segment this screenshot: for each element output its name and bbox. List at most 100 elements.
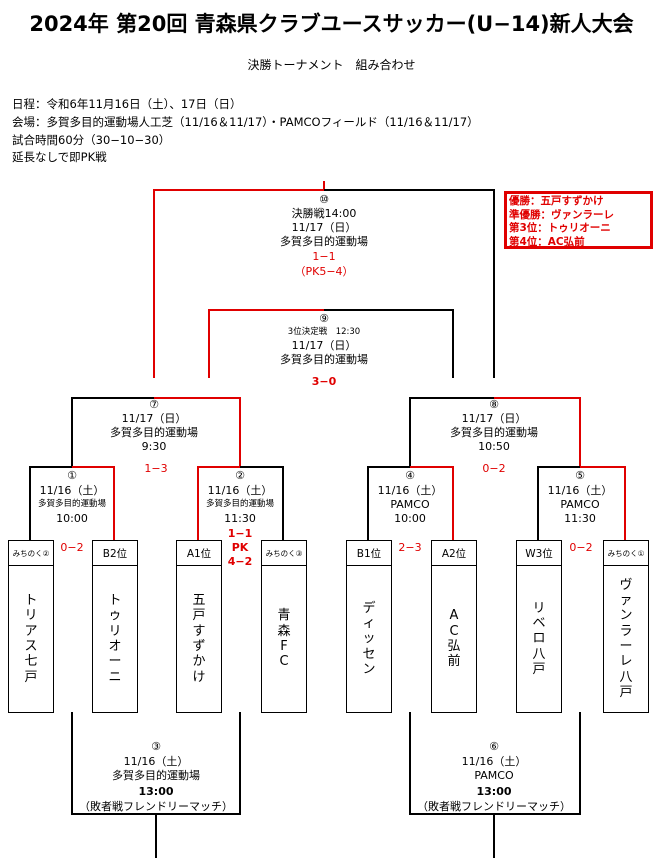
match-8-number: ⑧ [489, 398, 499, 411]
m2-line-left [197, 466, 240, 540]
match-2-venue: 多賀多目的運動場 [205, 499, 275, 509]
m8-line-left [409, 397, 494, 466]
third-line-left [208, 309, 324, 378]
match-2-time: 11:30 [224, 512, 256, 525]
team-seed: W3位 [517, 541, 561, 566]
team-name: 五戸すずかけ [192, 593, 206, 685]
team-box-3: A1位 五戸すずかけ [176, 540, 222, 713]
team-box-5: B1位 ディッセン [346, 540, 392, 713]
match-8-date: 11/17（日） [461, 412, 527, 425]
result-winner: 優勝：五戸すずかけ [509, 195, 604, 207]
team-name: ディッセン [362, 600, 376, 677]
match-6-venue: PAMCO [474, 769, 514, 782]
match-9-number: ⑨ [319, 312, 329, 325]
m7-line-left [71, 397, 154, 466]
team-name: トリアス七戸 [24, 593, 38, 685]
info-schedule: 日程：令和6年11月16日（土）、17日（日） [12, 97, 242, 111]
match-8-score: 0−2 [482, 462, 506, 475]
match-4-venue: PAMCO [390, 498, 430, 511]
match-3-venue: 多賀多目的運動場 [112, 769, 200, 782]
match-3-time: 13:00 [138, 785, 174, 798]
team-box-8: みちのく① ヴァンラーレ八戸 [603, 540, 649, 713]
match-6-date: 11/16（土） [461, 755, 527, 768]
match-9-score: 3−0 [311, 375, 337, 388]
match-8-time: 10:50 [478, 440, 510, 453]
match-9-date: 11/17（日） [291, 339, 357, 352]
match-5-venue: PAMCO [560, 498, 600, 511]
match-1-time: 10:00 [56, 512, 88, 525]
match-5-date: 11/16（土） [547, 484, 613, 497]
match-10-round: 決勝戦14:00 [291, 207, 357, 220]
match-6-time: 13:00 [476, 785, 512, 798]
match-2-pk: 4−2 [227, 555, 253, 568]
match-7-score: 1−3 [144, 462, 168, 475]
m5-line-right [580, 466, 626, 540]
team-name: リベロ八戸 [532, 600, 546, 677]
m1-line-left [29, 466, 72, 540]
match-10-score: 1−1 [312, 250, 336, 263]
match-10-number: ⑩ [319, 193, 329, 206]
match-7-date: 11/17（日） [121, 412, 187, 425]
m1-line-right [72, 466, 115, 540]
result-runner-up: 準優勝：ヴァンラーレ [509, 208, 614, 221]
info-venue: 会場：多賀多目的運動場人工芝（11/16＆11/17）・PAMCOフィールド（1… [12, 115, 479, 129]
match-1-score: 0−2 [60, 541, 84, 554]
match-4-score: 2−3 [398, 541, 422, 554]
result-fourth: 第4位：AC弘前 [509, 235, 585, 248]
match-2-number: ② [235, 469, 245, 482]
match-7-number: ⑦ [149, 398, 159, 411]
m5-line-left [537, 466, 580, 540]
team-box-7: W3位 リベロ八戸 [516, 540, 562, 713]
m4-line-right [410, 466, 454, 540]
match-1-venue: 多賀多目的運動場 [37, 499, 107, 509]
match-2-date: 11/16（土） [207, 484, 273, 497]
match-5-time: 11:30 [564, 512, 596, 525]
final-line-left [153, 189, 324, 378]
match-7-venue: 多賀多目的運動場 [110, 426, 198, 439]
team-seed: みちのく③ [262, 541, 306, 566]
m4-line-left [367, 466, 410, 540]
match-1-number: ① [67, 469, 77, 482]
team-seed: B2位 [93, 541, 137, 566]
match-3-note: （敗者戦フレンドリーマッチ） [79, 800, 233, 813]
match-6-note: （敗者戦フレンドリーマッチ） [417, 800, 571, 813]
team-seed: みちのく① [604, 541, 648, 566]
result-third: 第3位：トゥリオーニ [509, 222, 611, 234]
team-seed: A1位 [177, 541, 221, 566]
info-match-time: 試合時間60分（30−10−30） [12, 133, 171, 147]
match-2-pk-label: PK [231, 541, 249, 554]
match-3-date: 11/16（土） [123, 755, 189, 768]
page-subtitle: 決勝トーナメント 組み合わせ [247, 58, 416, 72]
match-9-venue: 多賀多目的運動場 [280, 353, 368, 366]
third-line-right [324, 309, 454, 378]
results-box: 優勝：五戸すずかけ 準優勝：ヴァンラーレ 第3位：トゥリオーニ 第4位：AC弘前 [504, 191, 653, 249]
team-seed: みちのく② [9, 541, 53, 566]
match-7-time: 9:30 [141, 440, 167, 453]
match-4-date: 11/16（土） [377, 484, 443, 497]
match-1-date: 11/16（土） [39, 484, 105, 497]
team-seed: A2位 [432, 541, 476, 566]
team-box-1: みちのく② トリアス七戸 [8, 540, 54, 713]
team-box-2: B2位 トゥリオーニ [92, 540, 138, 713]
match-8-venue: 多賀多目的運動場 [450, 426, 538, 439]
match-4-number: ④ [405, 469, 415, 482]
m8-line-right [494, 397, 581, 466]
match-6-number: ⑥ [489, 740, 499, 753]
m2-line-right [240, 466, 284, 540]
match-10-pk: （PK5−4） [294, 265, 354, 278]
info-pk-rule: 延長なしで即PK戦 [12, 150, 107, 164]
match-2-score: 1−1 [227, 527, 253, 540]
match-3-number: ③ [151, 740, 161, 753]
team-name: トゥリオーニ [108, 593, 122, 685]
match-10-date: 11/17（日） [291, 221, 357, 234]
page-title: 2024年 第20回 青森県クラブユースサッカー(U−14)新人大会 [29, 12, 634, 36]
team-seed: B1位 [347, 541, 391, 566]
match-5-number: ⑤ [575, 469, 585, 482]
final-line-right [324, 189, 495, 378]
match-9-round: 3位決定戦 12:30 [287, 327, 361, 337]
